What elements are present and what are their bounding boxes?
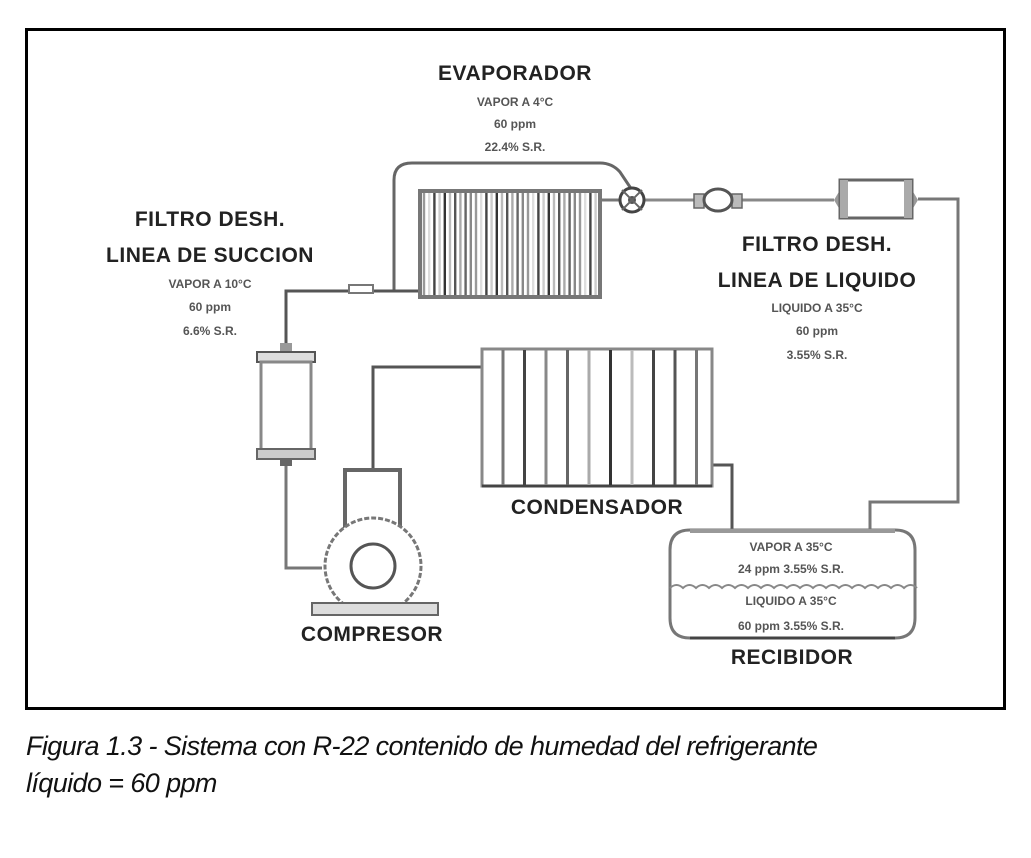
filtro-liquido-title-2: LINEA DE LIQUIDO (718, 269, 917, 292)
condenser-fins (501, 350, 698, 485)
evaporador-line-2: 60 ppm (494, 117, 536, 131)
pipe-liquid-line (868, 197, 960, 530)
pipe-discharge (371, 365, 482, 470)
liquid-line-filter (834, 178, 918, 220)
filtro-succion-line-3: 6.6% S.R. (183, 324, 237, 338)
labels: EVAPORADOR VAPOR A 4°C 60 ppm 22.4% S.R.… (106, 62, 916, 669)
evaporator-body (418, 189, 602, 299)
filtro-succion-title-2: LINEA DE SUCCION (106, 244, 314, 267)
suction-fitting (348, 284, 374, 294)
evaporador-line-3: 22.4% S.R. (485, 140, 546, 154)
pipe-evaporator-loop (392, 161, 634, 290)
caption-line-2: líquido = 60 ppm (26, 768, 217, 798)
sight-glass (693, 187, 743, 213)
figure-caption: Figura 1.3 - Sistema con R-22 contenido … (26, 728, 1016, 802)
filtro-liquido-line-2: 60 ppm (796, 324, 838, 338)
recibidor-vapor-1: VAPOR A 35°C (749, 540, 832, 554)
expansion-valve (618, 186, 646, 214)
compresor-title: COMPRESOR (301, 623, 443, 646)
recibidor-vapor-2: 24 ppm 3.55% S.R. (738, 562, 844, 576)
liquid-level-line (669, 584, 918, 590)
filtro-succion-title-1: FILTRO DESH. (135, 208, 285, 231)
suction-line-filter (256, 343, 316, 466)
filtro-liquido-title-1: FILTRO DESH. (742, 233, 892, 256)
compressor (311, 468, 439, 616)
pipe-condenser-to-receiver (712, 463, 734, 530)
recibidor-liquido-2: 60 ppm 3.55% S.R. (738, 619, 844, 633)
receiver (668, 528, 918, 640)
condensador-title: CONDENSADOR (511, 496, 683, 519)
caption-line-1: Figura 1.3 - Sistema con R-22 contenido … (26, 731, 818, 761)
pipe-suction-line (284, 289, 420, 345)
condenser (480, 347, 714, 488)
filtro-succion-line-2: 60 ppm (189, 300, 231, 314)
figure-frame (25, 28, 1006, 710)
evaporador-line-1: VAPOR A 4°C (477, 95, 554, 109)
filtro-succion-line-1: VAPOR A 10°C (168, 277, 251, 291)
filtro-liquido-line-3: 3.55% S.R. (787, 348, 848, 362)
filtro-liquido-line-1: LIQUIDO A 35°C (771, 301, 863, 315)
recibidor-liquido-1: LIQUIDO A 35°C (745, 594, 837, 608)
evaporator-fins (422, 193, 597, 295)
evaporador-title: EVAPORADOR (438, 62, 592, 85)
pipe-accumulator-to-compressor (284, 465, 322, 570)
evaporator (418, 189, 602, 299)
recibidor-title: RECIBIDOR (731, 646, 853, 669)
pipes (284, 161, 960, 570)
